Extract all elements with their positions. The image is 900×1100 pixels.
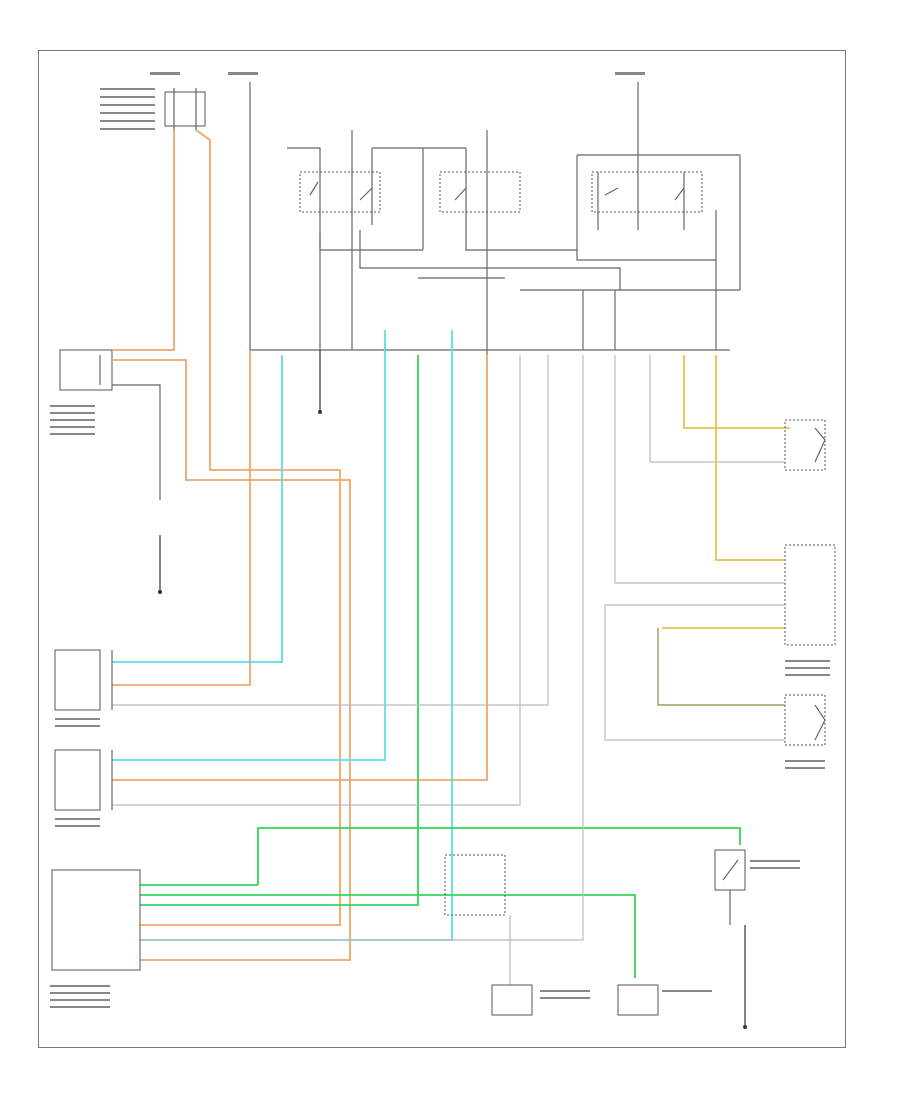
top-switch-cluster [287, 130, 741, 355]
orange-wires [112, 129, 488, 961]
yellow-wires [657, 355, 790, 706]
connector-strip [250, 230, 730, 351]
diagram-frame [38, 50, 846, 1048]
cyan-wires [112, 330, 453, 941]
label-marks [50, 72, 830, 1008]
bottom-components [444, 849, 746, 1016]
gray-wires [112, 355, 785, 985]
power-feed-lines [164, 82, 639, 350]
ground-symbols [112, 350, 747, 1029]
left-upper-module [59, 349, 113, 391]
green-wires [140, 355, 741, 978]
right-side-components [784, 419, 836, 746]
left-lower-modules [51, 649, 141, 971]
